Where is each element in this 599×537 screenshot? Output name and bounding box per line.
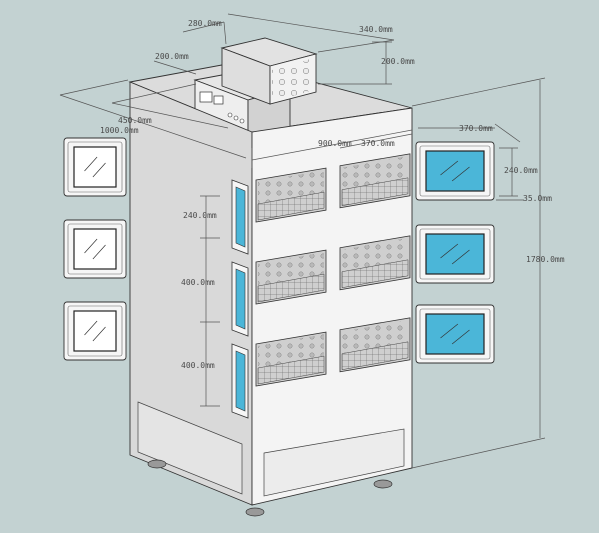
right-doors <box>415 141 495 364</box>
dim-line-340 <box>227 13 395 41</box>
label-370-shelf: 370.0mm <box>361 139 395 148</box>
wire-shelf <box>341 259 409 289</box>
door-glass <box>235 186 246 248</box>
door-glass <box>73 146 117 188</box>
perforated-back-wall <box>342 319 408 354</box>
display-screen <box>199 91 213 103</box>
glass-reflection <box>451 249 470 265</box>
perforated-back-wall <box>258 334 324 368</box>
compartment <box>339 317 411 373</box>
door-inner-frame <box>419 308 491 360</box>
glass-reflection <box>440 243 459 259</box>
label-200-depth: 200.0mm <box>155 52 189 61</box>
dim-line-1000 <box>59 79 129 96</box>
door-inner-frame <box>67 141 123 193</box>
door-glass <box>73 310 117 352</box>
compartment <box>339 153 411 209</box>
label-280: 280.0mm <box>188 19 222 28</box>
door-inner-frame <box>67 305 123 357</box>
glass-reflection <box>92 244 106 260</box>
foot <box>245 507 265 517</box>
control-knob <box>227 112 233 118</box>
dim-line-450 <box>111 83 197 104</box>
wire-shelf <box>257 355 325 385</box>
dim-line-280 <box>182 21 225 33</box>
front-lower-panel <box>263 428 405 497</box>
perforated-back-wall <box>258 170 324 204</box>
door-panel <box>63 219 127 279</box>
perforated-back-wall <box>342 155 408 190</box>
compartments <box>255 153 411 387</box>
door-glass <box>235 350 246 412</box>
label-240-door: 240.0mm <box>504 166 538 175</box>
glass-reflection <box>440 323 459 339</box>
door-inner-frame <box>419 145 491 197</box>
door-glass <box>425 313 485 355</box>
door-panel <box>415 304 495 364</box>
dimension-labels: 280.0mm 340.0mm 200.0mm 200.0mm 450.0mm … <box>100 19 565 370</box>
body-door <box>231 261 249 337</box>
left-doors <box>63 137 127 361</box>
door-panel <box>415 224 495 284</box>
wire-shelf <box>257 191 325 221</box>
label-1780: 1780.0mm <box>526 255 565 264</box>
body-side-doors <box>231 179 249 419</box>
door-inner-frame <box>67 223 123 275</box>
body-door <box>231 343 249 419</box>
dim-line-200-depth <box>153 60 197 75</box>
perforated-back-wall <box>258 252 324 286</box>
glass-reflection <box>84 156 98 172</box>
dim-line-370-shelf <box>339 133 413 149</box>
label-400-mid: 400.0mm <box>181 278 215 287</box>
compartment <box>255 331 327 387</box>
door-panel <box>415 141 495 201</box>
label-200-height: 200.0mm <box>381 57 415 66</box>
display-screen-2 <box>213 95 224 105</box>
side-lower-panel <box>137 401 243 495</box>
glass-reflection <box>92 162 106 178</box>
label-240-comp: 240.0mm <box>183 211 217 220</box>
glass-reflection <box>92 326 106 342</box>
door-inner-frame <box>419 228 491 280</box>
top-assembly <box>128 37 413 141</box>
glass-reflection <box>84 238 98 254</box>
glass-reflection <box>440 160 459 176</box>
wire-shelf <box>341 177 409 207</box>
door-panel <box>63 301 127 361</box>
label-900: 900.0mm <box>318 139 352 148</box>
dim-line-900 <box>251 129 413 161</box>
compartment <box>255 167 327 223</box>
perforated-back-wall <box>342 237 408 272</box>
glass-reflection <box>451 329 470 345</box>
control-knob <box>239 118 245 124</box>
label-400-bottom: 400.0mm <box>181 361 215 370</box>
compartment <box>255 249 327 305</box>
door-glass <box>235 268 246 330</box>
compartment <box>339 235 411 291</box>
wire-shelf <box>341 341 409 371</box>
door-panel <box>63 137 127 197</box>
foot <box>373 479 393 489</box>
label-370-door: 370.0mm <box>459 124 493 133</box>
fan-vent-holes <box>272 58 314 102</box>
label-450: 450.0mm <box>118 116 152 125</box>
body-door <box>231 179 249 255</box>
label-35: 35.0mm <box>523 194 552 203</box>
door-glass <box>425 233 485 275</box>
foot <box>147 459 167 469</box>
dimension-lines <box>59 13 546 469</box>
door-glass <box>425 150 485 192</box>
label-1000: 1000.0mm <box>100 126 139 135</box>
door-glass <box>73 228 117 270</box>
control-knob <box>233 115 239 121</box>
label-340: 340.0mm <box>359 25 393 34</box>
wire-shelf <box>257 273 325 303</box>
glass-reflection <box>84 320 98 336</box>
glass-reflection <box>451 166 470 182</box>
